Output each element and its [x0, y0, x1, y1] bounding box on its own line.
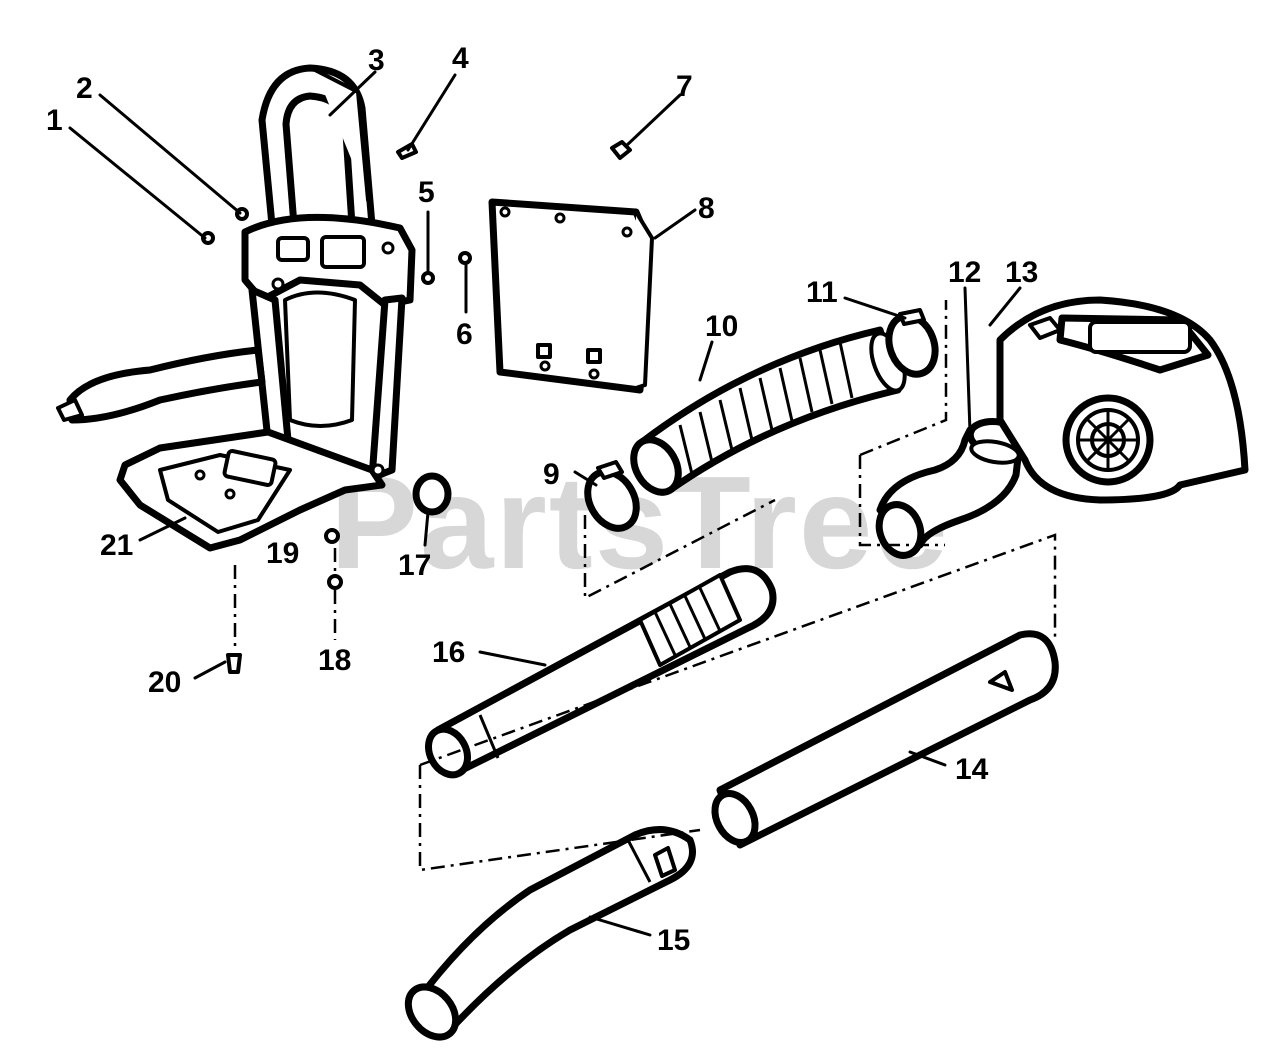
- callout-10: 10: [705, 310, 738, 343]
- blower-housing-part-13[interactable]: [996, 296, 1249, 504]
- callout-12: 12: [948, 256, 981, 289]
- flex-hose-ribs: [678, 341, 854, 475]
- elbow-part-12[interactable]: [872, 417, 1030, 561]
- callout-19: 19: [266, 537, 299, 570]
- tube-part-14[interactable]: [707, 630, 1059, 850]
- callout-2: 2: [76, 72, 93, 105]
- callout-3: 3: [368, 44, 385, 77]
- backpack-frame-part-21[interactable]: [56, 64, 416, 552]
- callout-9: 9: [543, 458, 560, 491]
- callout-21: 21: [100, 529, 133, 562]
- screw-part-6[interactable]: [458, 251, 472, 265]
- washer-part-5[interactable]: [421, 271, 435, 285]
- nozzle-part-15[interactable]: [399, 826, 696, 1047]
- flex-hose-part-10[interactable]: [625, 326, 912, 500]
- callout-17: 17: [398, 549, 431, 582]
- grommet-part-17[interactable]: [412, 472, 452, 516]
- grip-ribs: [653, 587, 722, 656]
- callout-1: 1: [46, 104, 63, 137]
- callout-14: 14: [955, 753, 989, 786]
- mounting-plate-part-8[interactable]: [488, 198, 654, 394]
- callout-18: 18: [318, 644, 351, 677]
- hose-clamp-part-9[interactable]: [578, 460, 646, 537]
- callout-11: 11: [806, 276, 838, 309]
- callout-20: 20: [148, 666, 181, 699]
- callout-15: 15: [657, 924, 690, 957]
- callout-4: 4: [452, 42, 469, 75]
- washer-part-19[interactable]: [324, 528, 340, 544]
- screw-part-20[interactable]: [226, 653, 242, 674]
- tube-part-16[interactable]: [421, 565, 777, 782]
- nut-part-18[interactable]: [327, 574, 343, 590]
- assembly-lines: [233, 300, 1057, 872]
- callout-8: 8: [698, 192, 715, 225]
- callout-16: 16: [432, 636, 465, 669]
- callout-labels: 1 2 3 4 5 6 7 8 9 10 11 12 13 14 15 16 1…: [46, 42, 1038, 957]
- callout-7: 7: [676, 70, 693, 103]
- callout-6: 6: [456, 318, 473, 351]
- callout-13: 13: [1005, 256, 1038, 289]
- callout-5: 5: [418, 176, 435, 209]
- leader-lines: [68, 70, 1022, 937]
